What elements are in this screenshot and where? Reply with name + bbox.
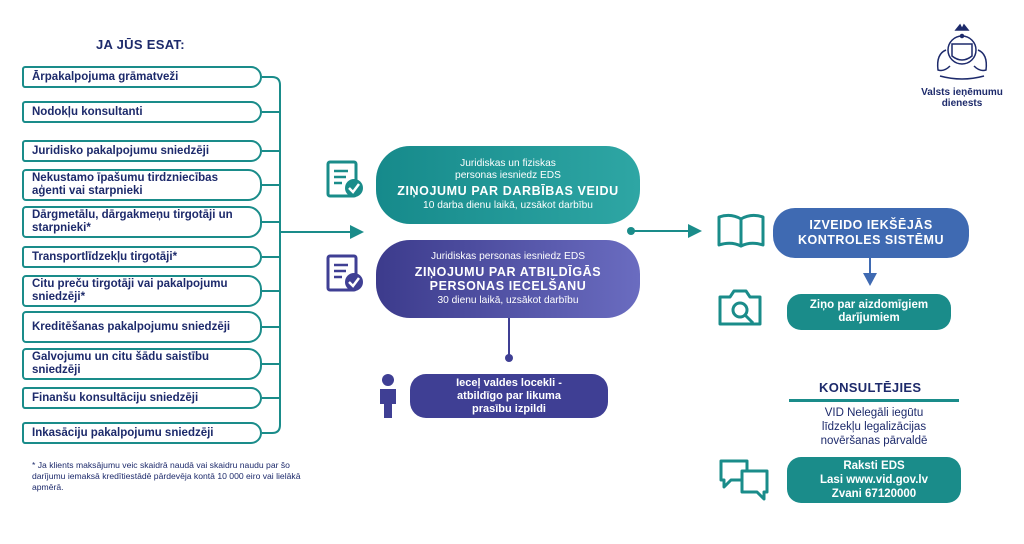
section-heading: JA JŪS ESAT: xyxy=(96,37,185,52)
board-line2: atbildīgo par likuma xyxy=(457,389,561,402)
responsible-report-deadline: 30 dienu laikā, uzsākot darbību xyxy=(437,295,579,306)
list-item: Kreditēšanas pakalpojumu sniedzēji xyxy=(22,311,262,343)
responsible-report-title2: PERSONAS IECELŠANU xyxy=(429,279,587,293)
list-item: Dārgmetālu, dārgakmeņu tirgotāji un star… xyxy=(22,206,262,238)
activity-report-deadline: 10 darba dienu laikā, uzsākot darbību xyxy=(423,200,593,211)
activity-report-title: ZIŅOJUMU PAR DARBĪBAS VEIDU xyxy=(397,184,619,198)
chat-bubbles-icon xyxy=(719,459,769,501)
contact-line1: Raksti EDS xyxy=(843,460,905,472)
board-member-box: Ieceļ valdes locekli - atbildīgo par lik… xyxy=(410,374,608,418)
responsible-report-line1: Juridiskas personas iesniedz EDS xyxy=(430,251,586,262)
board-line1: Ieceļ valdes locekli - xyxy=(456,376,562,389)
document-check-icon xyxy=(326,254,363,292)
list-item: Nodokļu konsultanti xyxy=(22,101,262,123)
document-check-icon xyxy=(326,160,363,198)
bracket-connector xyxy=(262,76,281,434)
person-icon xyxy=(380,374,396,418)
list-item: Inkasāciju pakalpojumu sniedzēji xyxy=(22,422,262,444)
consult-underline xyxy=(789,399,959,402)
list-item: Citu preču tirgotāji vai pakalpojumu sni… xyxy=(22,275,262,307)
book-icon xyxy=(717,213,765,248)
consult-line1: VID Nelegāli iegūtu xyxy=(824,407,924,419)
list-item: Galvojumu un citu šādu saistību sniedzēj… xyxy=(22,348,262,380)
suspicious-line2: darījumiem xyxy=(838,312,900,324)
logo-line2: dienests xyxy=(941,98,983,109)
board-line3: prasību izpildi xyxy=(472,402,546,415)
internal-control-box: IZVEIDO IEKŠĒJĀS KONTROLES SISTĒMU xyxy=(773,208,969,258)
suspicious-report-box: Ziņo par aizdomīgiem darījumiem xyxy=(787,294,951,330)
list-item: Ārpakalpojuma grāmatveži xyxy=(22,66,262,88)
bracket-ticks xyxy=(262,111,280,399)
activity-report-box: Juridiskas un fiziskas personas iesniedz… xyxy=(376,146,640,224)
arrow-head xyxy=(863,273,877,286)
list-item: Transportlīdzekļu tirgotāji* xyxy=(22,246,262,268)
contact-line2[interactable]: Lasi www.vid.gov.lv xyxy=(820,474,928,486)
responsible-report-box: Juridiskas personas iesniedz EDS ZIŅOJUM… xyxy=(376,240,640,318)
consult-text: VID Nelegāli iegūtu līdzekļu legalizācij… xyxy=(784,406,964,448)
logo-text: Valsts ieņēmumu dienests xyxy=(914,87,1010,109)
activity-report-line2: personas iesniedz EDS xyxy=(455,170,561,181)
coat-of-arms-logo xyxy=(936,23,988,80)
consult-line2: līdzekļu legalizācijas xyxy=(821,421,927,433)
arrow-head xyxy=(688,224,702,238)
consult-line3: novēršanas pārvaldē xyxy=(820,435,928,447)
responsible-report-title1: ZIŅOJUMU PAR ATBILDĪGĀS xyxy=(414,265,602,279)
contact-line3: Zvani 67120000 xyxy=(831,488,917,500)
list-item: Juridisko pakalpojumu sniedzēji xyxy=(22,140,262,162)
consult-title: KONSULTĒJIES xyxy=(819,380,922,395)
internal-control-line1: IZVEIDO IEKŠĒJĀS xyxy=(809,218,933,232)
list-item: Finanšu konsultāciju sniedzēji xyxy=(22,387,262,409)
magnifier-camera-icon xyxy=(718,289,762,326)
footnote: * Ja klients maksājumu veic skaidrā naud… xyxy=(32,460,301,492)
internal-control-line2: KONTROLES SISTĒMU xyxy=(797,233,944,247)
contact-box: Raksti EDS Lasi www.vid.gov.lv Zvani 671… xyxy=(787,457,961,503)
logo-line1: Valsts ieņēmumu xyxy=(921,87,1003,98)
suspicious-line1: Ziņo par aizdomīgiem xyxy=(809,299,929,311)
arrow-head xyxy=(350,225,364,239)
list-item: Nekustamo īpašumu tirdzniecības aģenti v… xyxy=(22,169,262,201)
activity-report-line1: Juridiskas un fiziskas xyxy=(460,158,556,169)
